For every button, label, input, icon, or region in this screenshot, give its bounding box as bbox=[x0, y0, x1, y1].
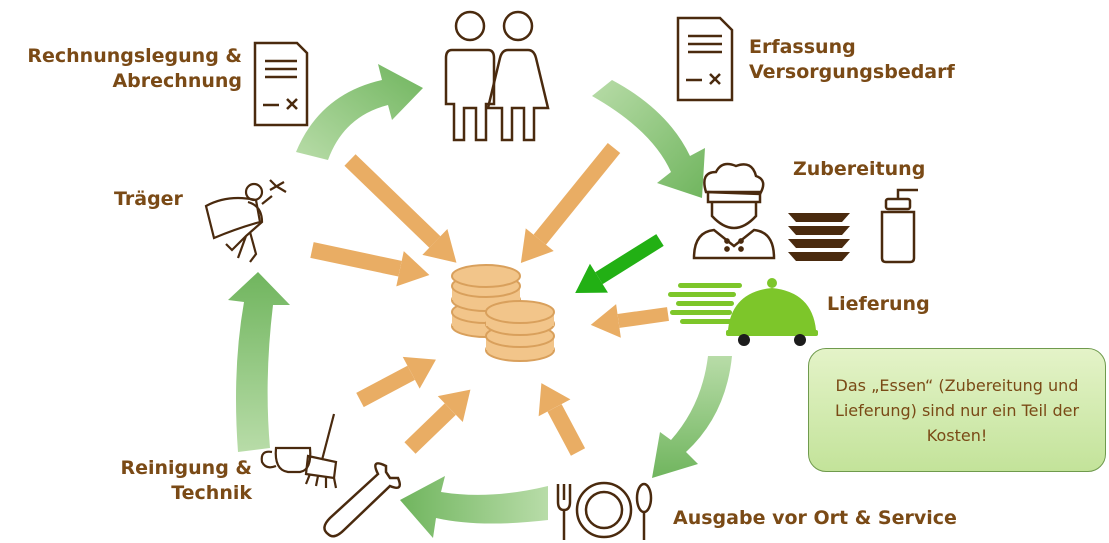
cycle-arrow-service-to-cleaning bbox=[400, 476, 548, 538]
label-billing: Rechnungslegung & Abrechnung bbox=[8, 44, 242, 94]
label-preparation: Zubereitung bbox=[793, 158, 926, 180]
cycle-arrow-delivery-to-service bbox=[652, 356, 732, 478]
coins-icon bbox=[451, 264, 555, 362]
label-cleaning-line: Technik bbox=[171, 482, 252, 504]
wrench-icon bbox=[323, 462, 401, 538]
cost-note-text: Das „Essen“ (Zubereitung und Lieferung) … bbox=[834, 375, 1080, 445]
cost-arrow-billing bbox=[344, 154, 457, 263]
cost-arrow-carrier bbox=[310, 242, 430, 287]
cost-arrow-cleaning-1 bbox=[356, 356, 436, 408]
superhero-icon bbox=[204, 179, 287, 263]
chef-icon bbox=[692, 162, 776, 260]
cost-arrow-preparation bbox=[575, 234, 664, 293]
label-cleaning: Reinigung & Technik bbox=[90, 456, 252, 506]
cost-arrows bbox=[310, 142, 669, 456]
cost-note: Das „Essen“ (Zubereitung und Lieferung) … bbox=[808, 348, 1106, 472]
label-carrier: Träger bbox=[114, 188, 183, 210]
cycle-arrow-needs-to-preparation bbox=[592, 80, 705, 198]
cost-arrow-needs bbox=[520, 142, 621, 264]
document-icon bbox=[253, 41, 309, 127]
label-needs-line: Erfassung bbox=[749, 36, 856, 58]
cutlery-plate-icon bbox=[556, 481, 653, 540]
cycle-arrow-billing-to-needs bbox=[296, 64, 423, 160]
delivery-icon bbox=[668, 278, 818, 346]
label-billing-line: Rechnungslegung & bbox=[27, 45, 242, 67]
label-needs-line: Versorgungsbedarf bbox=[749, 61, 955, 83]
label-billing-line: Abrechnung bbox=[112, 70, 242, 92]
cycle-arrows bbox=[228, 64, 732, 538]
document-icon bbox=[676, 16, 734, 102]
cleaning-icon bbox=[260, 413, 338, 489]
label-service: Ausgabe vor Ort & Service bbox=[673, 507, 957, 529]
cost-arrow-service bbox=[538, 383, 586, 456]
people-icon bbox=[444, 10, 550, 142]
bottle-icon bbox=[880, 188, 918, 264]
label-cleaning-line: Reinigung & bbox=[120, 457, 252, 479]
cost-arrow-cleaning-2 bbox=[404, 389, 471, 454]
cycle-arrow-cleaning-to-carrier bbox=[228, 272, 290, 452]
plates-icon bbox=[788, 213, 850, 261]
cost-arrow-delivery bbox=[590, 304, 669, 338]
label-delivery: Lieferung bbox=[827, 293, 930, 315]
